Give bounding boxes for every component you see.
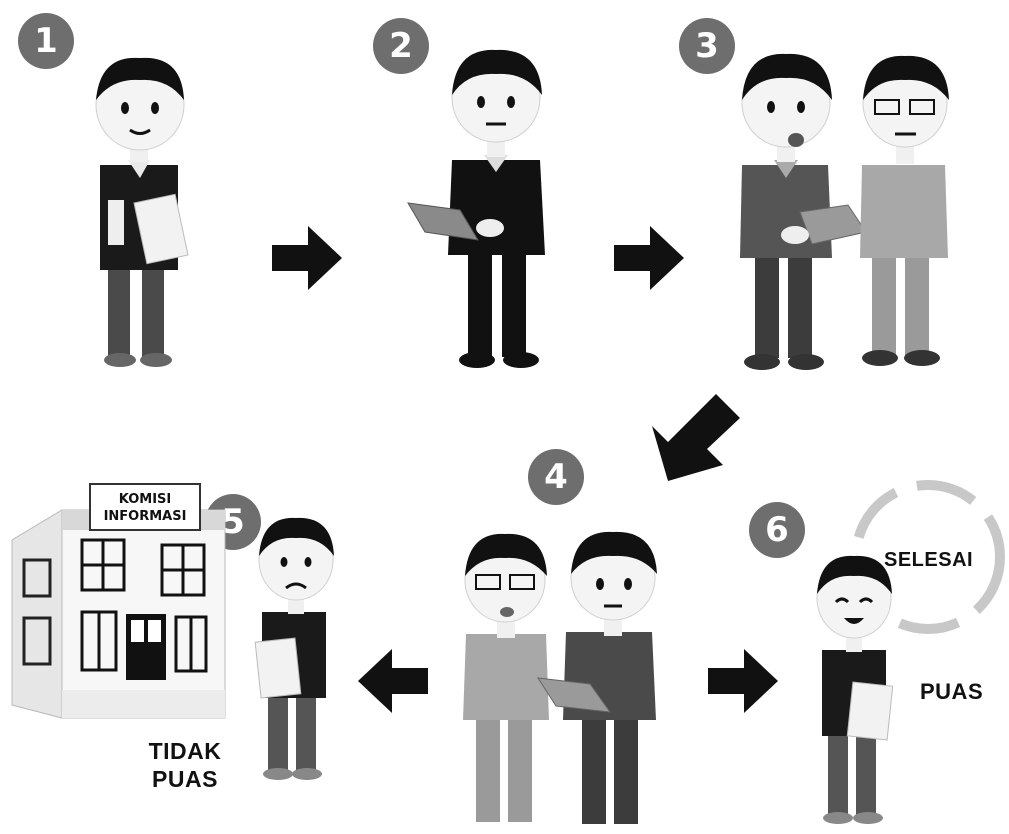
person-4-citizen [538, 532, 657, 824]
arrow-right-2-to-3 [614, 226, 684, 290]
officer-3 [860, 56, 949, 366]
person-1-with-document [96, 58, 188, 367]
person-3-citizen [740, 54, 866, 370]
arrow-right-1-to-2 [272, 226, 342, 290]
building-sign-line1: KOMISI [119, 492, 172, 507]
selesai-label: SELESAI [884, 546, 973, 574]
tidak-puas-label: TIDAK PUAS [140, 737, 230, 793]
building-sign-line2: INFORMASI [104, 509, 187, 524]
tidak-puas-line1: TIDAK [140, 737, 230, 765]
person-2-reading [408, 50, 545, 368]
person-6-satisfied [817, 556, 893, 824]
puas-label: PUAS [920, 678, 983, 706]
officer-4 [463, 534, 549, 822]
arrow-down-left-3-to-4 [652, 394, 740, 481]
person-5-unsatisfied [255, 518, 334, 780]
arrow-right-4-to-6 [708, 649, 778, 713]
tidak-puas-line2: PUAS [140, 765, 230, 793]
arrow-left-4-to-5 [358, 649, 428, 713]
